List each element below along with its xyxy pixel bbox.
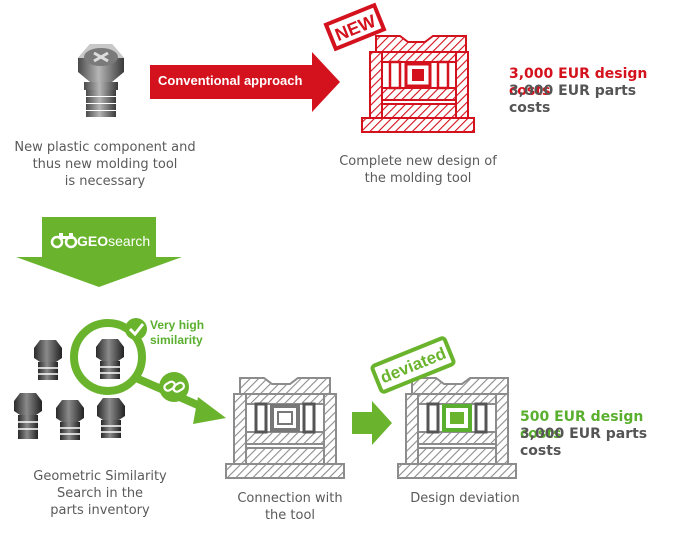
- deviated-stamp: deviated: [370, 336, 456, 394]
- deviation-caption: Design deviation: [410, 491, 520, 506]
- inventory-caption: Geometric Similarity Search in the parts…: [33, 469, 167, 518]
- geosearch-arrow: [16, 217, 182, 287]
- bottom-parts-cost: 3,000 EUR parts costs: [520, 426, 648, 459]
- check-icon: [125, 318, 147, 340]
- conventional-approach-label: Conventional approach: [158, 73, 303, 88]
- top-parts-cost: 3,000 EUR parts costs: [509, 83, 637, 116]
- similarity-label: Very high similarity: [150, 318, 205, 347]
- deviated-tool-icon: [397, 377, 517, 479]
- geosearch-label: GEOsearch: [77, 233, 151, 249]
- top-design-cost: 3,000 EUR design costs: [509, 66, 648, 99]
- binoculars-icon: [50, 233, 78, 249]
- similarity-magnifier: [70, 318, 226, 424]
- to-deviation-arrow: [352, 401, 392, 445]
- plastic-component-icon: [78, 44, 124, 117]
- connection-caption: Connection with the tool: [237, 491, 343, 523]
- component-caption: New plastic component and thus new moldi…: [14, 140, 196, 189]
- new-tool-caption: Complete new design of the molding tool: [339, 154, 497, 186]
- new-molding-tool-icon: [361, 35, 475, 133]
- bottom-design-cost: 500 EUR design costs: [520, 409, 644, 442]
- connection-tool-icon: [225, 377, 345, 479]
- parts-inventory-icons: [14, 339, 125, 440]
- conventional-approach-arrow: [150, 52, 340, 112]
